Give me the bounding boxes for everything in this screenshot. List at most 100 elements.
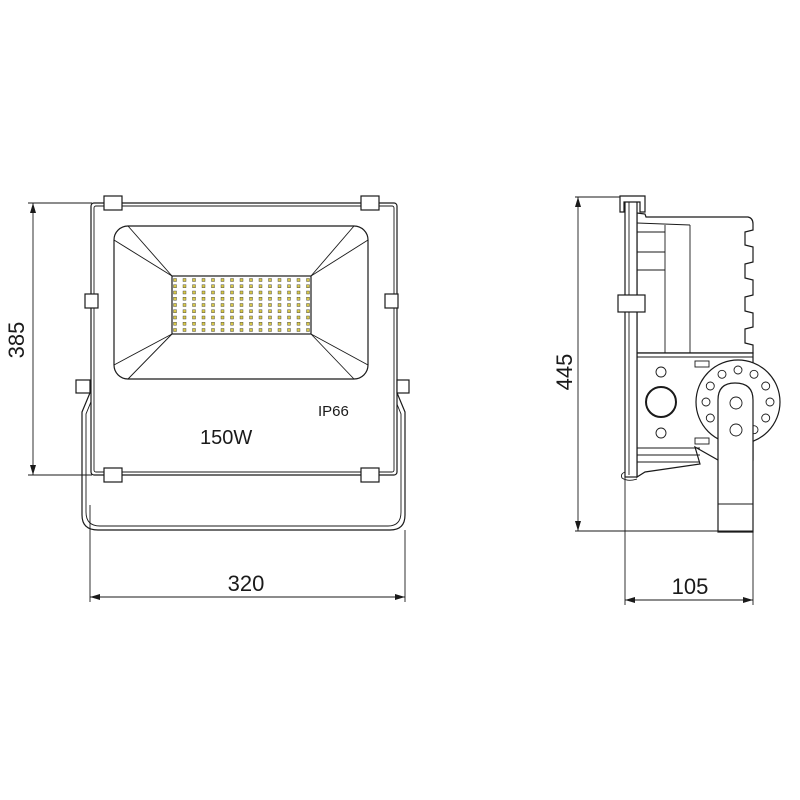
disc-hole	[705, 381, 715, 391]
dimension-height-side: 445	[552, 196, 753, 532]
led-chip	[287, 309, 291, 313]
led-chip	[287, 278, 291, 282]
led-chip	[296, 303, 301, 307]
dimension-105-label: 105	[672, 574, 709, 599]
led-chip	[287, 315, 291, 320]
led-chip	[201, 315, 206, 320]
led-chip	[173, 322, 177, 326]
led-chip	[173, 297, 177, 301]
led-chip	[201, 328, 206, 332]
dimension-depth-side: 105	[624, 477, 754, 605]
led-chip	[173, 309, 177, 313]
led-chip	[192, 290, 196, 295]
led-chip	[249, 328, 253, 332]
led-chip	[192, 322, 196, 326]
led-chip	[249, 303, 253, 307]
led-chip	[182, 290, 187, 295]
led-chip	[201, 290, 206, 295]
led-chip	[230, 315, 234, 320]
clip-bottom-right	[360, 467, 380, 483]
led-chip	[230, 309, 234, 313]
led-chip	[211, 284, 215, 288]
led-chip	[220, 284, 225, 288]
disc-hole	[765, 397, 775, 407]
dimension-320-label: 320	[228, 571, 265, 596]
led-chip	[220, 290, 225, 295]
led-chip	[182, 303, 187, 307]
led-chip	[258, 297, 263, 301]
lens-window	[113, 225, 369, 380]
led-chip	[258, 284, 263, 288]
led-chip	[211, 303, 215, 307]
led-chip	[211, 278, 215, 282]
led-chip	[220, 328, 225, 332]
led-chip	[192, 328, 196, 332]
led-chip	[220, 303, 225, 307]
dimension-385-label: 385	[4, 322, 29, 359]
disc-hole	[705, 413, 715, 423]
led-chip	[220, 278, 225, 282]
led-chip	[173, 303, 177, 307]
top-cap	[619, 195, 646, 213]
mounting-bracket-inner	[85, 391, 402, 527]
led-chip	[277, 290, 282, 295]
led-chip	[230, 290, 234, 295]
power-label: 150W	[200, 427, 252, 449]
led-chip	[201, 322, 206, 326]
led-chip	[239, 297, 244, 301]
led-chip	[192, 303, 196, 307]
led-chip	[268, 290, 272, 295]
led-chip	[296, 322, 301, 326]
led-chip	[249, 284, 253, 288]
disc-hole	[701, 397, 711, 407]
led-chip	[287, 328, 291, 332]
led-board	[171, 275, 312, 335]
side-view	[617, 195, 781, 533]
led-chip	[230, 297, 234, 301]
led-chip	[268, 303, 272, 307]
led-chip	[182, 309, 187, 313]
clip-left	[84, 293, 99, 309]
clip-right	[384, 293, 399, 309]
led-chip	[306, 322, 310, 326]
led-chip	[277, 297, 282, 301]
frame-clips	[75, 195, 410, 483]
led-chip	[249, 278, 253, 282]
led-chip	[173, 284, 177, 288]
led-chip	[268, 315, 272, 320]
led-chip	[220, 309, 225, 313]
ip-rating-label: IP66	[318, 403, 349, 420]
led-chip	[182, 328, 187, 332]
led-chip	[182, 315, 187, 320]
led-chip	[306, 315, 310, 320]
led-chip	[211, 322, 215, 326]
led-chip	[306, 297, 310, 301]
led-chip	[277, 328, 282, 332]
led-chip	[306, 284, 310, 288]
bracket-pivot-left	[75, 379, 91, 394]
led-chip	[230, 284, 234, 288]
led-chip	[220, 322, 225, 326]
led-chip	[230, 322, 234, 326]
led-chip	[239, 322, 244, 326]
clip-top-left	[103, 195, 123, 211]
led-chip	[268, 328, 272, 332]
led-chip	[211, 309, 215, 313]
led-chip	[258, 322, 263, 326]
led-chip	[258, 278, 263, 282]
led-chip	[230, 328, 234, 332]
led-chip	[287, 284, 291, 288]
led-chip	[306, 278, 310, 282]
led-chip	[173, 278, 177, 282]
disc-hole	[717, 369, 727, 379]
front-view: IP66 150W	[75, 195, 410, 531]
led-chip	[249, 322, 253, 326]
led-chip	[277, 315, 282, 320]
led-chip	[192, 309, 196, 313]
led-chip	[182, 297, 187, 301]
led-chip	[211, 297, 215, 301]
bracket-arm	[717, 382, 754, 533]
led-chip	[239, 290, 244, 295]
led-chip	[306, 303, 310, 307]
